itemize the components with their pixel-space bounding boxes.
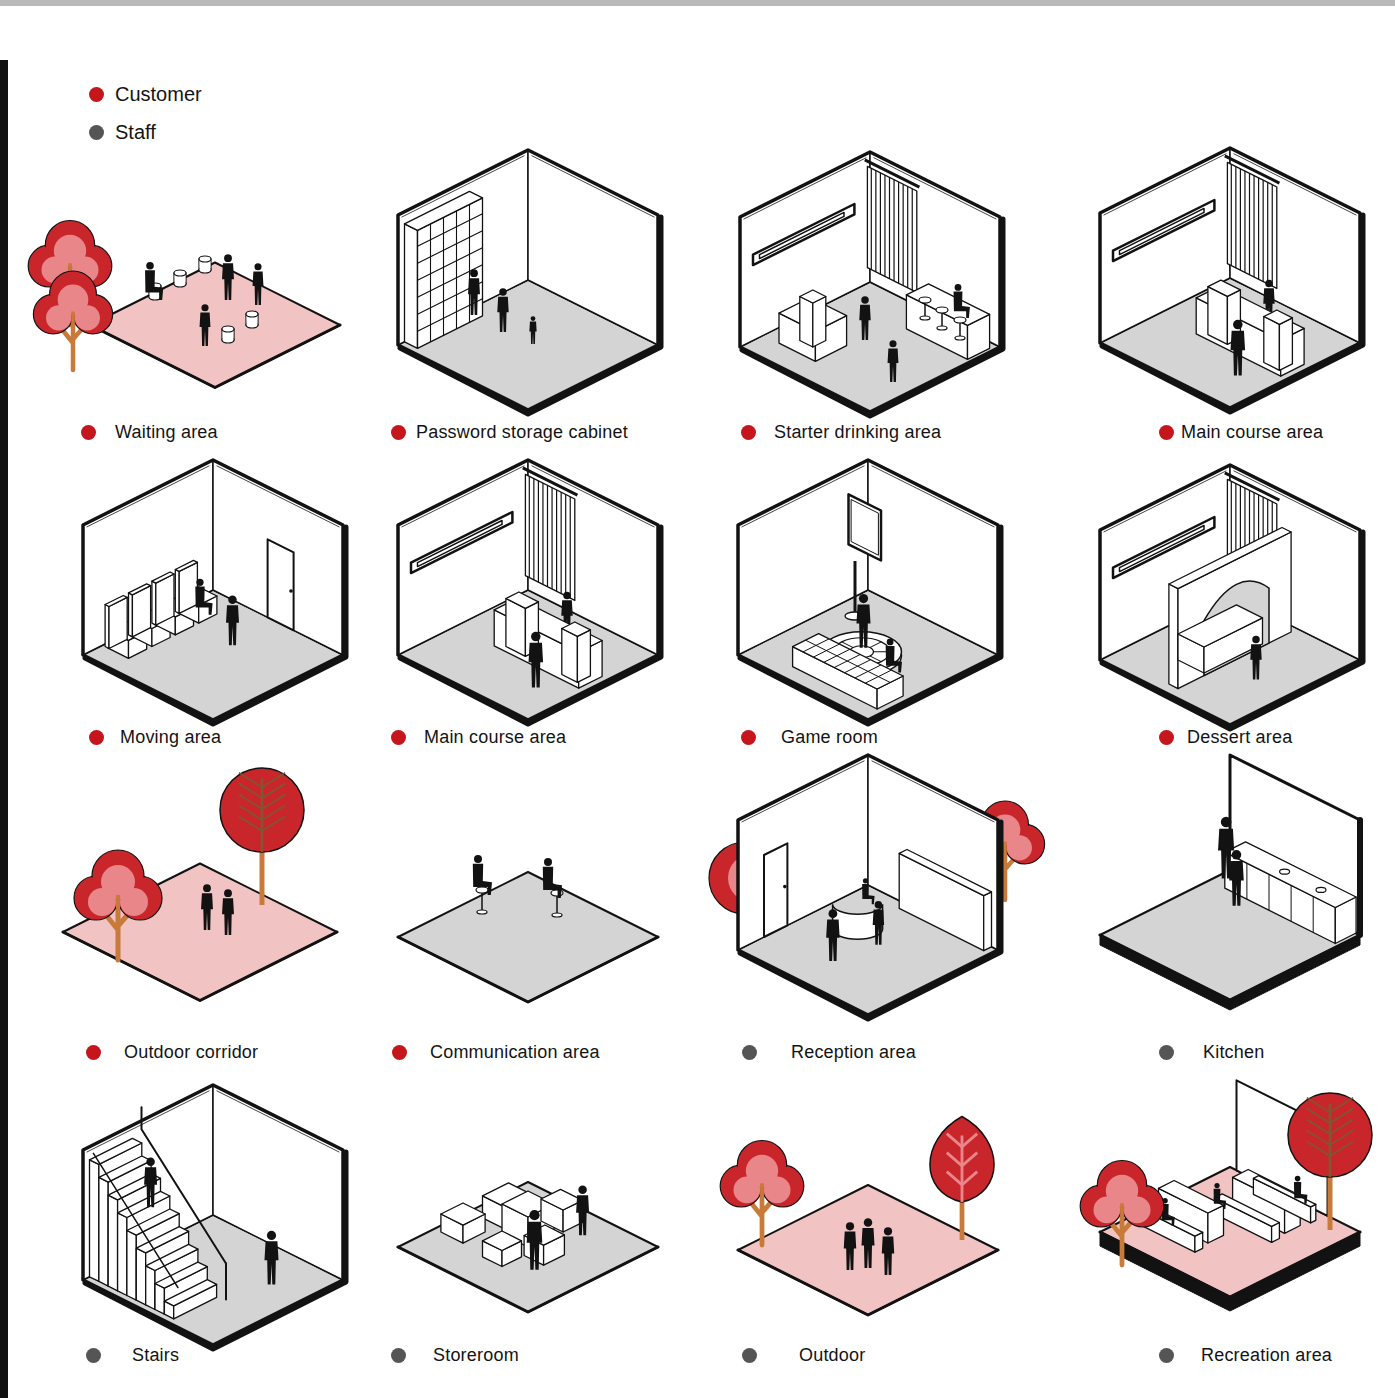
- legend-swatch: [89, 125, 104, 140]
- space-label: Storeroom: [433, 1344, 519, 1366]
- reception-room-illustration: [709, 755, 1045, 1019]
- space-vignette: Game room: [734, 457, 994, 753]
- stairs-illustration: [83, 1085, 346, 1349]
- space-vignette: Outdoor: [735, 1075, 995, 1371]
- space-label: Password storage cabinet: [416, 421, 628, 443]
- communication-area-illustration: [398, 855, 658, 1002]
- main-course-illustration: [398, 460, 661, 724]
- space-label: Stairs: [132, 1344, 179, 1366]
- dessert-room-illustration: [1100, 465, 1363, 729]
- legend-text: Customer: [115, 82, 202, 106]
- cabinet-room-illustration: [398, 150, 661, 414]
- category-dot: [1159, 1348, 1174, 1363]
- space-label: Reception area: [791, 1041, 916, 1063]
- top-strip: [0, 0, 1395, 6]
- space-label: Outdoor corridor: [124, 1041, 258, 1063]
- recreation-illustration: [1080, 1080, 1372, 1311]
- space-label: Recreation area: [1201, 1344, 1332, 1366]
- space-vignette: Moving area: [82, 457, 342, 753]
- space-vignette: Storeroom: [384, 1075, 644, 1371]
- space-vignette: Reception area: [735, 772, 995, 1068]
- outdoor-corridor-illustration: [63, 768, 337, 1001]
- game-room-illustration: [738, 460, 1001, 724]
- category-dot: [1159, 730, 1174, 745]
- space-label: Kitchen: [1203, 1041, 1264, 1063]
- space-label: Game room: [781, 726, 878, 748]
- space-vignette: Main course area: [1152, 152, 1395, 448]
- category-dot: [1159, 1045, 1174, 1060]
- space-vignette: Communication area: [385, 772, 645, 1068]
- moving-room-illustration: [83, 460, 346, 724]
- category-dot: [741, 425, 756, 440]
- category-dot: [742, 1045, 757, 1060]
- space-label: Main course area: [1181, 421, 1323, 443]
- side-bar: [0, 60, 8, 1398]
- outdoor-illustration: [720, 1117, 998, 1316]
- space-vignette: Stairs: [79, 1075, 339, 1371]
- space-label: Dessert area: [1187, 726, 1292, 748]
- space-vignette: Starter drinking area: [734, 152, 994, 448]
- space-label: Main course area: [424, 726, 566, 748]
- legend-swatch: [89, 87, 104, 102]
- space-vignette: Kitchen: [1152, 772, 1395, 1068]
- space-vignette: Waiting area: [74, 152, 334, 448]
- kitchen-illustration: [1100, 755, 1360, 1010]
- category-dot: [86, 1348, 101, 1363]
- category-dot: [391, 1348, 406, 1363]
- space-label: Communication area: [430, 1041, 600, 1063]
- category-dot: [81, 425, 96, 440]
- category-dot: [1159, 425, 1174, 440]
- category-dot: [391, 730, 406, 745]
- category-dot: [89, 730, 104, 745]
- space-label: Moving area: [120, 726, 221, 748]
- category-dot: [742, 1348, 757, 1363]
- space-label: Starter drinking area: [774, 421, 941, 443]
- category-dot: [391, 425, 406, 440]
- space-vignette: Recreation area: [1152, 1075, 1395, 1371]
- legend-text: Staff: [115, 120, 156, 144]
- category-dot: [741, 730, 756, 745]
- space-vignette: Dessert area: [1152, 457, 1395, 753]
- space-label: Waiting area: [115, 421, 218, 443]
- space-vignette: Main course area: [384, 457, 644, 753]
- space-vignette: Password storage cabinet: [384, 152, 644, 448]
- main-course-illustration: [1100, 148, 1363, 412]
- starter-room-illustration: [740, 152, 1003, 416]
- space-label: Outdoor: [799, 1344, 865, 1366]
- space-vignette: Outdoor corridor: [79, 772, 339, 1068]
- storeroom-illustration: [398, 1182, 658, 1312]
- waiting-area-illustration: [28, 221, 340, 388]
- category-dot: [392, 1045, 407, 1060]
- category-dot: [86, 1045, 101, 1060]
